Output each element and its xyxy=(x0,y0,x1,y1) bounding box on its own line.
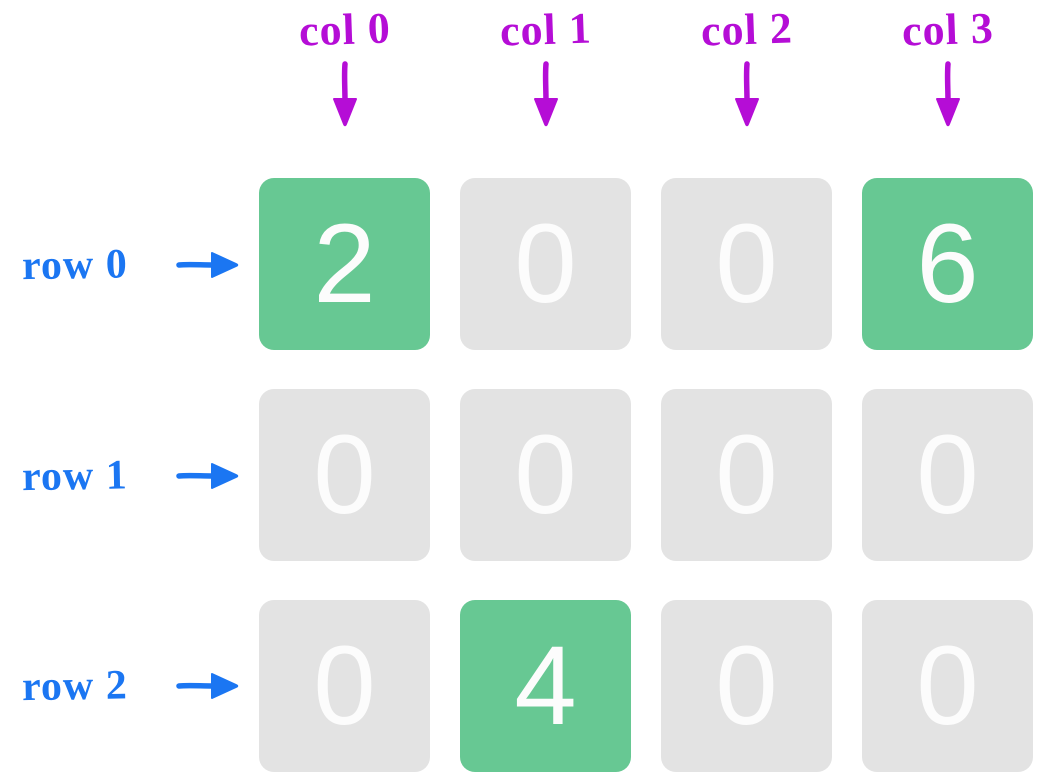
row-label-group-0: row 0 xyxy=(22,227,240,303)
matrix-cell-r1-c2: 0 xyxy=(661,389,832,561)
arrow-right-icon xyxy=(176,463,239,489)
col-label-group-1: col 1 xyxy=(455,3,637,127)
col-label-1: col 1 xyxy=(499,3,593,56)
matrix-cell-r2-c3: 0 xyxy=(862,600,1033,772)
arrow-down-icon xyxy=(333,61,357,127)
matrix-cell-r0-c1: 0 xyxy=(460,178,631,350)
matrix-cell-r0-c2: 0 xyxy=(661,178,832,350)
arrow-right-icon xyxy=(176,673,239,699)
row-label-group-2: row 2 xyxy=(22,648,240,724)
arrow-down-icon xyxy=(534,61,558,127)
matrix-cell-r2-c1: 4 xyxy=(460,600,631,772)
matrix-cell-r1-c3: 0 xyxy=(862,389,1033,561)
row-label-1: row 1 xyxy=(21,452,129,501)
row-label-group-1: row 1 xyxy=(22,438,240,514)
row-label-0: row 0 xyxy=(21,241,129,290)
col-label-0: col 0 xyxy=(298,3,392,56)
row-label-2: row 2 xyxy=(21,662,129,711)
col-label-3: col 3 xyxy=(901,3,995,56)
matrix-cell-r1-c0: 0 xyxy=(259,389,430,561)
matrix-cell-r1-c1: 0 xyxy=(460,389,631,561)
matrix-cell-r2-c0: 0 xyxy=(259,600,430,772)
col-label-group-3: col 3 xyxy=(857,3,1039,127)
matrix-cell-r0-c3: 6 xyxy=(862,178,1033,350)
arrow-down-icon xyxy=(735,61,759,127)
col-label-2: col 2 xyxy=(700,3,794,56)
col-label-group-0: col 0 xyxy=(254,3,436,127)
arrow-down-icon xyxy=(936,61,960,127)
matrix-cell-r2-c2: 0 xyxy=(661,600,832,772)
col-label-group-2: col 2 xyxy=(656,3,838,127)
arrow-right-icon xyxy=(176,252,239,278)
matrix-cell-r0-c0: 2 xyxy=(259,178,430,350)
